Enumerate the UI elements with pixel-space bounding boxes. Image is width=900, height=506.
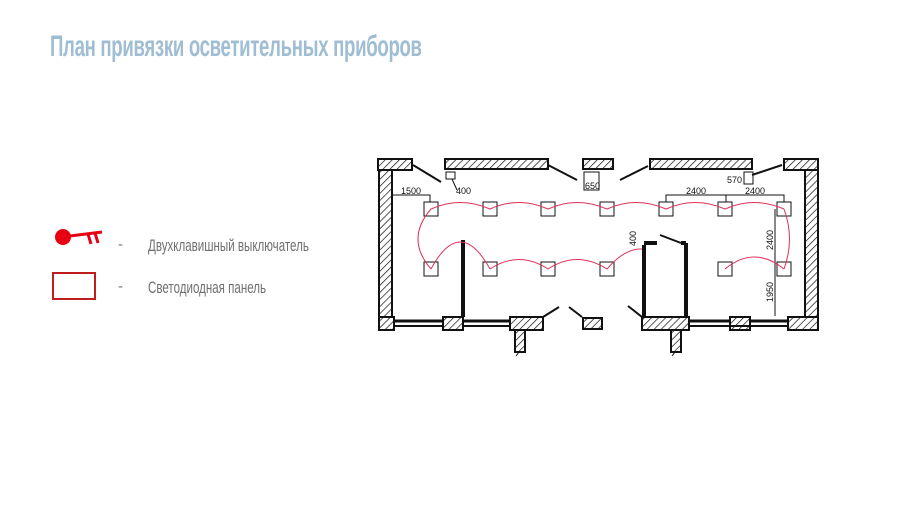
wall-stub	[670, 329, 682, 353]
svg-text:400: 400	[628, 231, 638, 246]
svg-text:1500: 1500	[401, 186, 421, 196]
svg-text:2400: 2400	[765, 230, 775, 250]
wall-top-right-corner	[783, 158, 819, 171]
wall-top-right	[649, 158, 753, 170]
walls	[377, 158, 819, 353]
wall-bottom-pier	[582, 317, 603, 330]
wall-bottom-pier	[442, 316, 464, 331]
wall-left	[378, 169, 393, 331]
wall-top-left	[377, 158, 413, 171]
wall-bottom-pier	[509, 316, 544, 331]
legend-dash: -	[118, 278, 123, 295]
legend-label-switch: Двухклавишный выключатель	[148, 236, 309, 255]
wall-bottom-pier	[641, 316, 690, 331]
legend-item-panel: - Светодиодная панель	[0, 278, 340, 308]
svg-text:2400: 2400	[745, 186, 765, 196]
svg-text:400: 400	[456, 186, 471, 196]
led-panels	[423, 201, 792, 277]
legend-dash: -	[118, 236, 123, 253]
wall-bottom-right-corner	[787, 316, 819, 331]
dimension-labels: 1500 400 650 570 2400 2400 2400 400 1950	[401, 175, 775, 302]
wall-stub	[514, 329, 526, 353]
page-title: План привязки осветительных приборов	[50, 30, 422, 63]
svg-text:2400: 2400	[686, 186, 706, 196]
wall-top	[444, 158, 549, 170]
svg-text:650: 650	[585, 181, 600, 191]
wall-bottom-pier	[729, 316, 751, 331]
wall-bottom-left-corner	[378, 316, 395, 331]
legend-led-panel-icon	[52, 272, 96, 300]
wall-top-mid	[582, 158, 614, 170]
legend-label-panel: Светодиодная панель	[148, 278, 267, 297]
legend-item-switch: - Двухклавишный выключатель	[0, 236, 340, 266]
wall-right	[804, 169, 819, 331]
windows-doors	[394, 164, 788, 357]
switch-mark	[445, 171, 456, 180]
wiring	[417, 202, 790, 270]
svg-text:570: 570	[727, 175, 742, 185]
svg-text:1950: 1950	[765, 282, 775, 302]
